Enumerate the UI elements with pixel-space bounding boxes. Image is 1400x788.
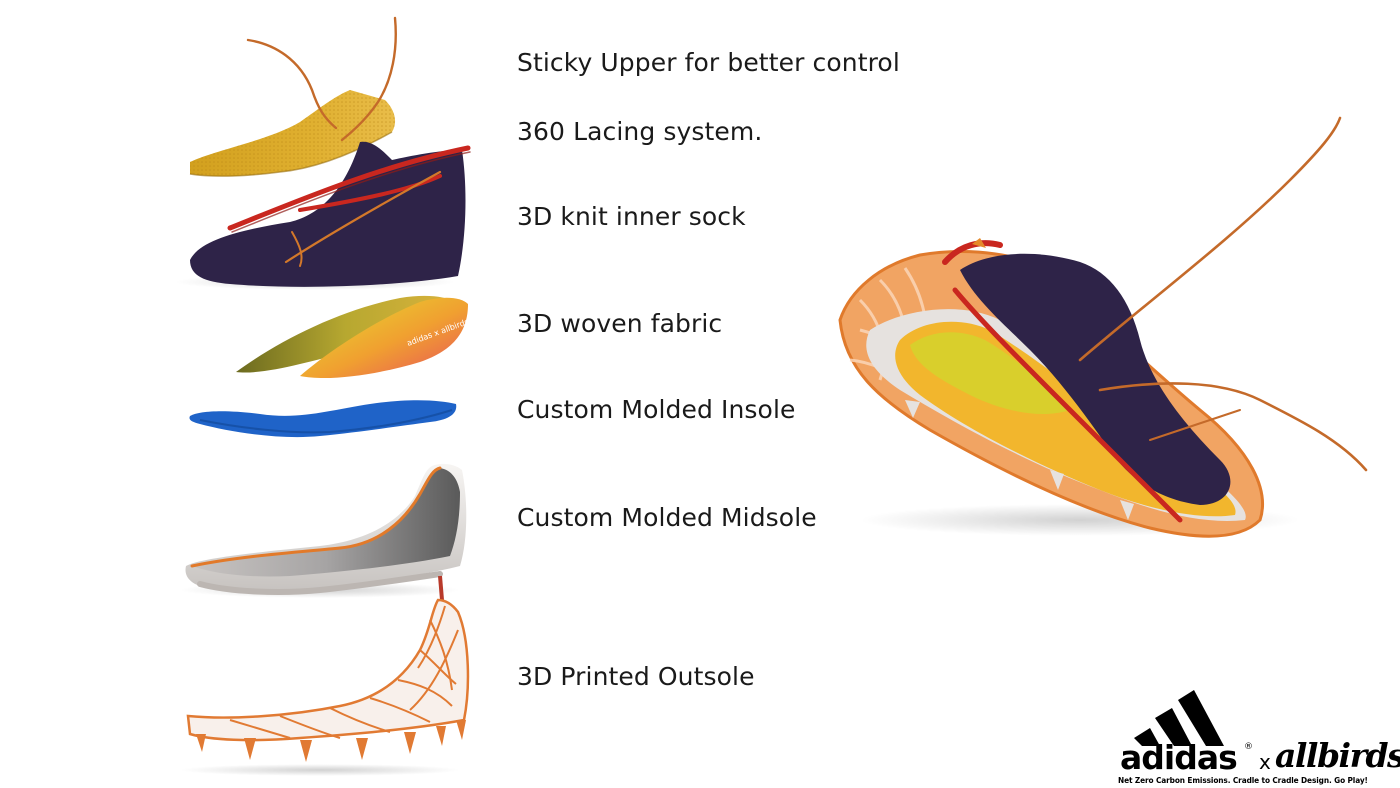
brand-tagline: Net Zero Carbon Emissions. Cradle to Cra… bbox=[1118, 775, 1394, 785]
label-sticky-upper: Sticky Upper for better control bbox=[517, 48, 900, 77]
brand-registered-mark: ® bbox=[1244, 742, 1253, 752]
connector-stem bbox=[440, 576, 442, 600]
label-woven-fabric: 3D woven fabric bbox=[517, 309, 722, 338]
assembled-shoe-illustration bbox=[840, 118, 1366, 536]
insole-layer bbox=[189, 400, 456, 437]
brand-lockup: adidas ® x allbirds Net Zero Carbon Emis… bbox=[1116, 694, 1394, 784]
label-knit-inner-sock: 3D knit inner sock bbox=[517, 202, 746, 231]
woven-fabric-layer: adidas x allbirds bbox=[236, 296, 470, 378]
brand-x: x bbox=[1259, 750, 1271, 774]
outsole-layer bbox=[180, 600, 468, 776]
label-molded-insole: Custom Molded Insole bbox=[517, 395, 795, 424]
brand-adidas-wordmark: adidas bbox=[1120, 738, 1237, 777]
label-molded-midsole: Custom Molded Midsole bbox=[517, 503, 817, 532]
label-lacing-system: 360 Lacing system. bbox=[517, 117, 762, 146]
midsole-layer bbox=[180, 464, 466, 598]
label-printed-outsole: 3D Printed Outsole bbox=[517, 662, 755, 691]
brand-allbirds-wordmark: allbirds bbox=[1275, 736, 1400, 775]
